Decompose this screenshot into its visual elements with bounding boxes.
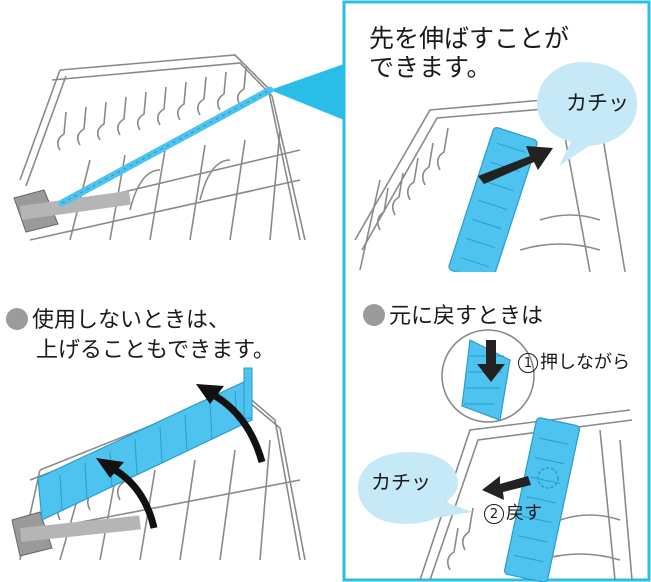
left-heading-line-1: 使用しないときは、 bbox=[32, 308, 231, 333]
arrow-return-icon bbox=[482, 476, 531, 500]
left-heading-line-2: 上げることもできます。 bbox=[36, 338, 275, 363]
blade-bottom-left bbox=[37, 379, 253, 521]
callout-wedge bbox=[270, 64, 344, 120]
panel-caption: 先を伸ばすことが できます。 bbox=[369, 24, 569, 82]
right-heading-text: 元に戻すときは bbox=[389, 304, 544, 329]
step-2-number: 2 bbox=[484, 504, 504, 524]
blade-post bbox=[243, 367, 253, 419]
detail-panel-frame bbox=[342, 0, 651, 582]
latch-dashed-circle bbox=[537, 467, 559, 489]
zoom-lens bbox=[441, 329, 535, 423]
left-heading: 使用しないときは、 上げることもできます。 bbox=[6, 306, 275, 366]
speech-bubble-top bbox=[537, 62, 637, 166]
arrow-extend-icon bbox=[478, 146, 553, 184]
panel-caption-line-2: できます。 bbox=[369, 53, 492, 82]
basket-front-band-bottom bbox=[20, 515, 141, 542]
arrow-press-icon bbox=[477, 340, 505, 382]
bullet-icon bbox=[6, 308, 28, 330]
step-1-label: 押しながら bbox=[540, 352, 630, 373]
speech-bubble-bottom bbox=[358, 452, 472, 524]
step-2-label: 戻す bbox=[506, 503, 542, 524]
basket-top-right bbox=[354, 100, 626, 272]
bubble-top-text: カチッ bbox=[566, 91, 629, 115]
bubble-bottom-text: カチッ bbox=[371, 470, 431, 494]
bullet-icon bbox=[363, 304, 385, 326]
step-1-number: 1 bbox=[518, 353, 538, 373]
basket-front-band bbox=[19, 190, 131, 220]
panel-caption-line-1: 先を伸ばすことが bbox=[369, 24, 570, 53]
right-heading: 元に戻すときは bbox=[363, 302, 543, 332]
basket-tines bbox=[56, 66, 247, 151]
